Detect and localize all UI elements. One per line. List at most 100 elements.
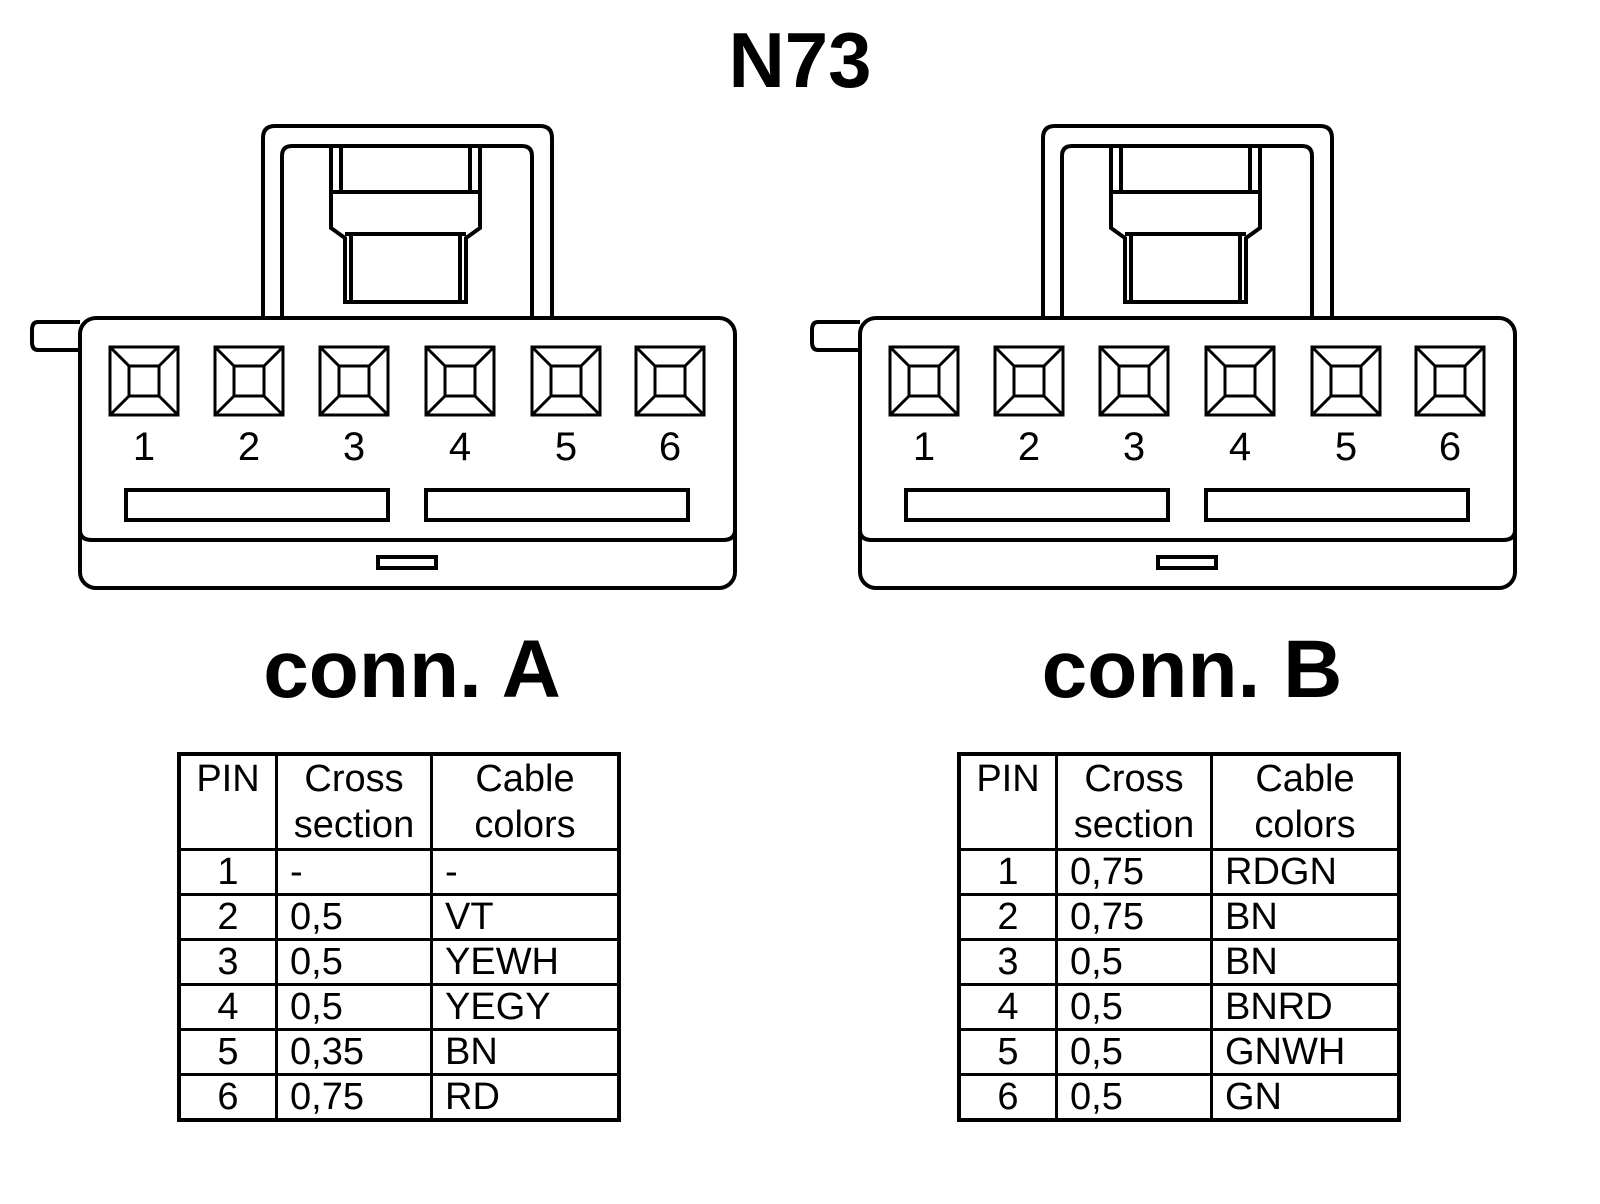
cable-color-cell: -: [430, 848, 621, 896]
side-tab: [810, 320, 860, 352]
pin-number-labels: 1 2 3 4 5 6: [913, 425, 1461, 469]
pin-cell: 2: [177, 893, 278, 941]
cable-color-cell: BN: [1210, 938, 1401, 986]
latch-frame-inner: [280, 144, 534, 318]
pin-number-labels: 1 2 3 4 5 6: [133, 425, 681, 469]
pin-cell: 4: [957, 983, 1058, 1031]
housing-step: [78, 529, 737, 542]
pin-label: 5: [1335, 425, 1357, 469]
cable-color-cell: BN: [430, 1028, 621, 1076]
pin-terminal: [318, 345, 390, 417]
key-notch: [376, 555, 438, 570]
cable-color-cell: RD: [430, 1073, 621, 1122]
pin-cell: 1: [957, 848, 1058, 896]
cable-color-cell: VT: [430, 893, 621, 941]
header-pin: PIN: [177, 752, 278, 851]
pin-terminal: [1310, 345, 1382, 417]
cable-color-cell: YEWH: [430, 938, 621, 986]
pin-cell: 6: [957, 1073, 1058, 1122]
pin-terminal: [1204, 345, 1276, 417]
pin-cell: 3: [957, 938, 1058, 986]
diagram-title: N73: [728, 16, 872, 104]
pin-label: 4: [1229, 425, 1251, 469]
pin-cell: 1: [177, 848, 278, 896]
pin-terminal: [213, 345, 285, 417]
housing-body: [78, 316, 737, 590]
cable-color-cell: YEGY: [430, 983, 621, 1031]
pin-label: 5: [555, 425, 577, 469]
housing-body: [858, 316, 1517, 590]
pin-label: 2: [238, 425, 260, 469]
side-tab: [30, 320, 80, 352]
pin-terminal: [424, 345, 496, 417]
pin-label: 1: [913, 425, 935, 469]
cross-section-cell: 0,35: [275, 1028, 433, 1076]
cross-section-cell: 0,75: [275, 1073, 433, 1122]
connector-a-drawing: 1 2 3 4 5 6: [30, 124, 737, 590]
pin-terminal: [108, 345, 180, 417]
pin-terminal: [1098, 345, 1170, 417]
connector-b-label: conn. B: [1041, 624, 1343, 715]
header-pin: PIN: [957, 752, 1058, 851]
cross-section-cell: 0,5: [1055, 1073, 1213, 1122]
pin-cell: 3: [177, 938, 278, 986]
connector-b-drawing: 1 2 3 4 5 6: [810, 124, 1517, 590]
cable-color-cell: BNRD: [1210, 983, 1401, 1031]
latch-frame-inner: [1060, 144, 1314, 318]
latch-tongue: [329, 146, 482, 304]
slot-right: [1204, 488, 1470, 522]
pin-label: 3: [1123, 425, 1145, 469]
cross-section-cell: 0,5: [275, 893, 433, 941]
slot-left: [904, 488, 1170, 522]
pin-label: 6: [659, 425, 681, 469]
cross-section-cell: 0,5: [1055, 983, 1213, 1031]
latch-frame: [261, 124, 554, 318]
pin-label: 3: [343, 425, 365, 469]
pin-cell: 4: [177, 983, 278, 1031]
pin-terminal: [993, 345, 1065, 417]
pin-label: 2: [1018, 425, 1040, 469]
housing-step: [858, 529, 1517, 542]
cross-section-cell: 0,5: [1055, 938, 1213, 986]
cable-color-cell: RDGN: [1210, 848, 1401, 896]
pin-cell: 6: [177, 1073, 278, 1122]
cross-section-cell: 0,5: [275, 983, 433, 1031]
pin-label: 4: [449, 425, 471, 469]
cable-color-cell: GNWH: [1210, 1028, 1401, 1076]
pin-terminal: [530, 345, 602, 417]
latch-tongue: [1109, 146, 1262, 304]
cross-section-cell: 0,75: [1055, 848, 1213, 896]
pin-cell: 5: [177, 1028, 278, 1076]
cable-color-cell: BN: [1210, 893, 1401, 941]
cable-color-cell: GN: [1210, 1073, 1401, 1122]
pin-cell: 5: [957, 1028, 1058, 1076]
cross-section-cell: 0,5: [275, 938, 433, 986]
connector-a-label: conn. A: [263, 624, 561, 715]
table-row: 1--: [177, 848, 621, 896]
pin-terminal: [888, 345, 960, 417]
pin-terminal: [634, 345, 706, 417]
pin-terminal: [1414, 345, 1486, 417]
cross-section-cell: 0,75: [1055, 893, 1213, 941]
cross-section-cell: -: [275, 848, 433, 896]
cross-section-cell: 0,5: [1055, 1028, 1213, 1076]
key-notch: [1156, 555, 1218, 570]
slot-right: [424, 488, 690, 522]
pin-cell: 2: [957, 893, 1058, 941]
latch-frame: [1041, 124, 1334, 318]
